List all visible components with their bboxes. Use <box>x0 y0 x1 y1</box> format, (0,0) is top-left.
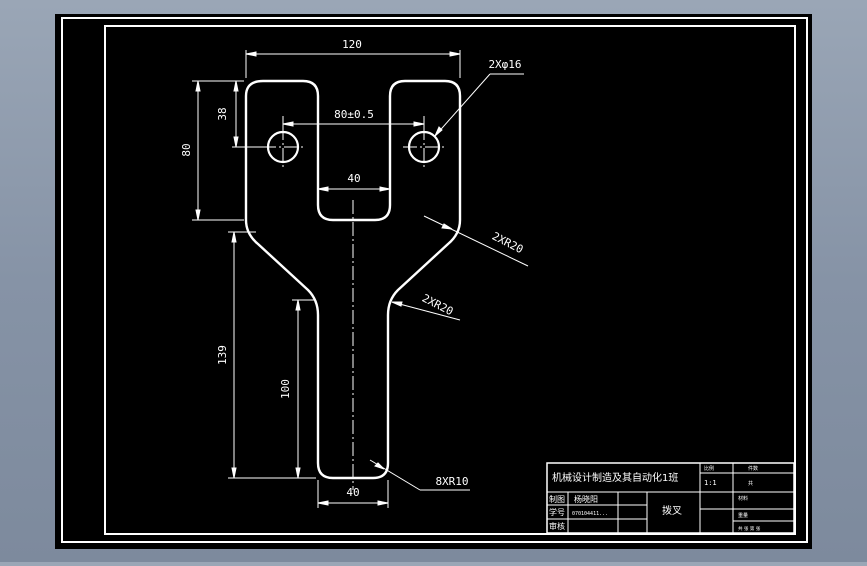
dim-slot-width: 40 <box>347 172 360 185</box>
title-block-row3-label: 审核 <box>549 521 565 531</box>
sheet-background <box>55 14 812 549</box>
dim-overall-width: 120 <box>342 38 362 51</box>
title-block-title: 机械设计制造及其自动化1班 <box>552 471 678 484</box>
label-holes: 2Xφ16 <box>488 58 521 71</box>
title-block <box>546 462 795 534</box>
title-block-row1-label: 制图 <box>549 494 565 504</box>
dim-top-to-hole: 38 <box>216 107 229 120</box>
title-block-row2-label: 学号 <box>549 507 565 517</box>
dim-lower-length: 139 <box>216 345 229 365</box>
dim-stem-length: 100 <box>279 379 292 399</box>
sheet-outer-border <box>61 17 808 543</box>
dim-hole-spacing: 80±0.5 <box>334 108 374 121</box>
title-block-scale-label: 比例 <box>704 465 714 472</box>
title-block-sheet-value: 共 张 第 张 <box>738 525 761 532</box>
title-block-part-name: 拨叉 <box>662 504 682 517</box>
title-block-scale-value: 1:1 <box>704 479 717 487</box>
part-outline <box>244 79 462 480</box>
title-block-row2-value: 070104411... <box>572 511 608 517</box>
sheet-inner-border <box>104 25 796 535</box>
title-block-row1-name: 杨晓阳 <box>574 494 598 504</box>
label-bottom-radius: 8XR10 <box>435 475 468 488</box>
center-lines <box>262 126 445 490</box>
dimension-lines <box>192 50 529 508</box>
title-block-texts: 机械设计制造及其自动化1班 拨叉 制图 杨晓阳 学号 070104411... … <box>549 465 761 532</box>
title-block-material-label: 材料 <box>738 495 748 502</box>
title-block-qty-label: 件数 <box>748 465 758 472</box>
dim-top-height: 80 <box>180 143 193 156</box>
title-block-sheet-label: 共 <box>748 480 753 487</box>
dim-stem-width: 40 <box>346 486 359 499</box>
title-block-weight-label: 重量 <box>738 512 748 519</box>
